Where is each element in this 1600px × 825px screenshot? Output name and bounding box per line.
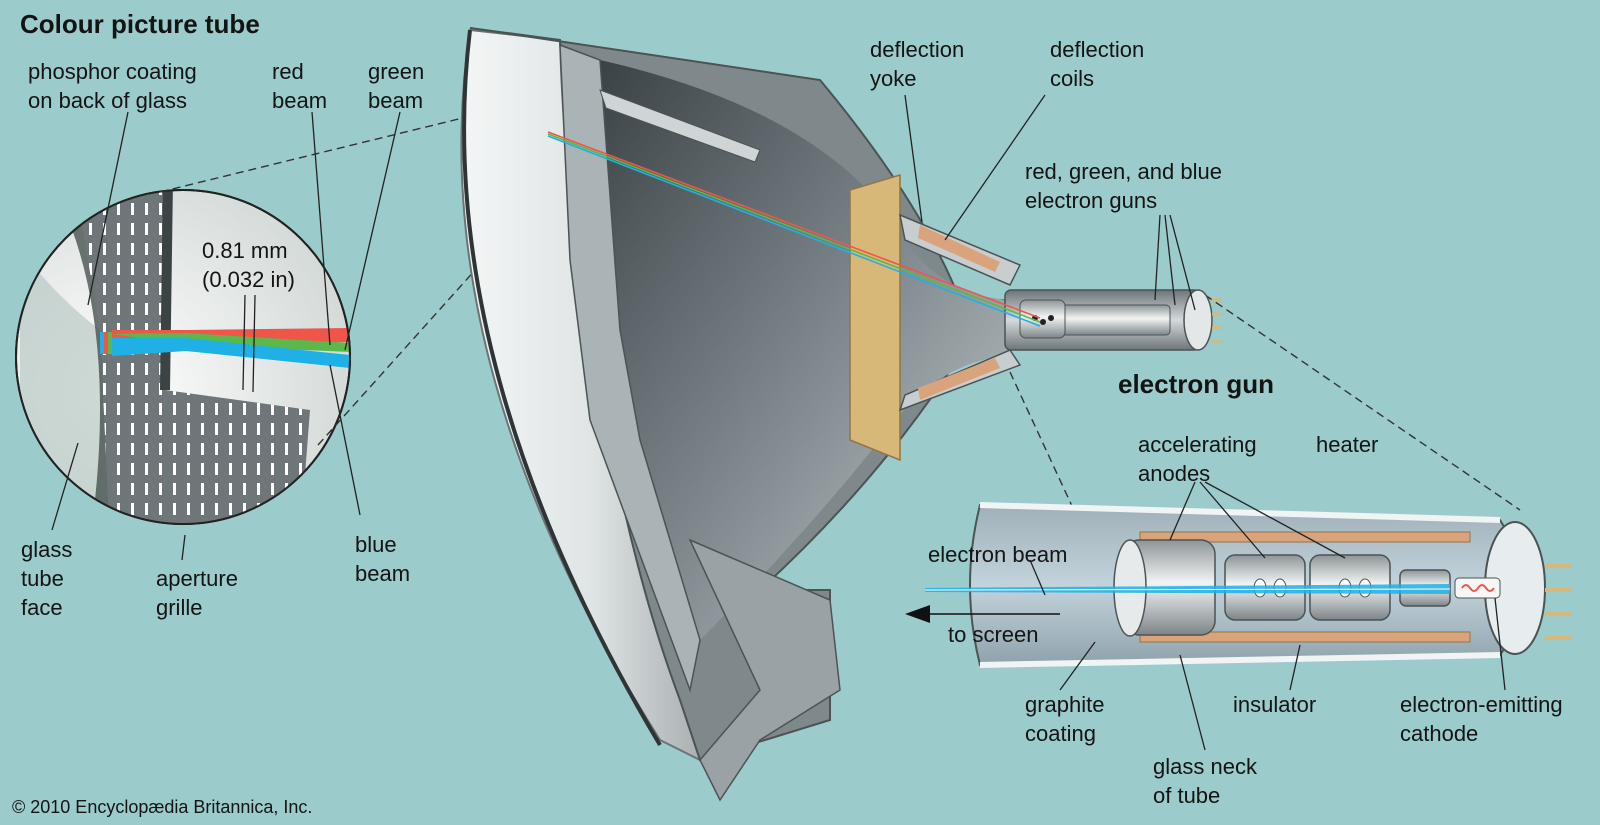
label-green-beam: green beam bbox=[368, 59, 425, 113]
label-pitch: 0.81 mm (0.032 in) bbox=[202, 238, 295, 292]
label-electron-emitting-cathode: electron-emitting cathode bbox=[1400, 692, 1563, 746]
label-electron-beam: electron beam bbox=[928, 542, 1068, 567]
label-glass-tube-face: glass tube face bbox=[21, 537, 73, 620]
leader-lines bbox=[51, 94, 1506, 751]
label-to-screen: to screen bbox=[948, 622, 1039, 647]
label-electron-guns: red, green, and blue electron guns bbox=[1025, 159, 1222, 213]
electron-gun-detail bbox=[905, 502, 1572, 668]
label-glass-neck: glass neck of tube bbox=[1153, 754, 1257, 808]
label-red-beam: red beam bbox=[272, 59, 328, 113]
copyright-notice: © 2010 Encyclopædia Britannica, Inc. bbox=[12, 797, 313, 817]
label-graphite-coating: graphite coating bbox=[1025, 692, 1105, 746]
label-insulator: insulator bbox=[1233, 692, 1317, 717]
label-deflection-coils: deflection coils bbox=[1050, 37, 1145, 91]
diagram-title: Colour picture tube bbox=[20, 9, 260, 39]
label-accelerating-anodes: accelerating anodes bbox=[1138, 432, 1257, 486]
electron-gun-heading: electron gun bbox=[1118, 369, 1275, 399]
label-blue-beam: blue beam bbox=[355, 532, 411, 586]
aperture-zoom-circle bbox=[15, 189, 351, 525]
picture-tube bbox=[460, 27, 1222, 802]
label-heater: heater bbox=[1316, 432, 1379, 457]
label-phosphor-coating: phosphor coating on back of glass bbox=[28, 59, 197, 113]
label-deflection-yoke: deflection yoke bbox=[870, 37, 965, 91]
label-aperture-grille: aperture grille bbox=[156, 566, 238, 620]
